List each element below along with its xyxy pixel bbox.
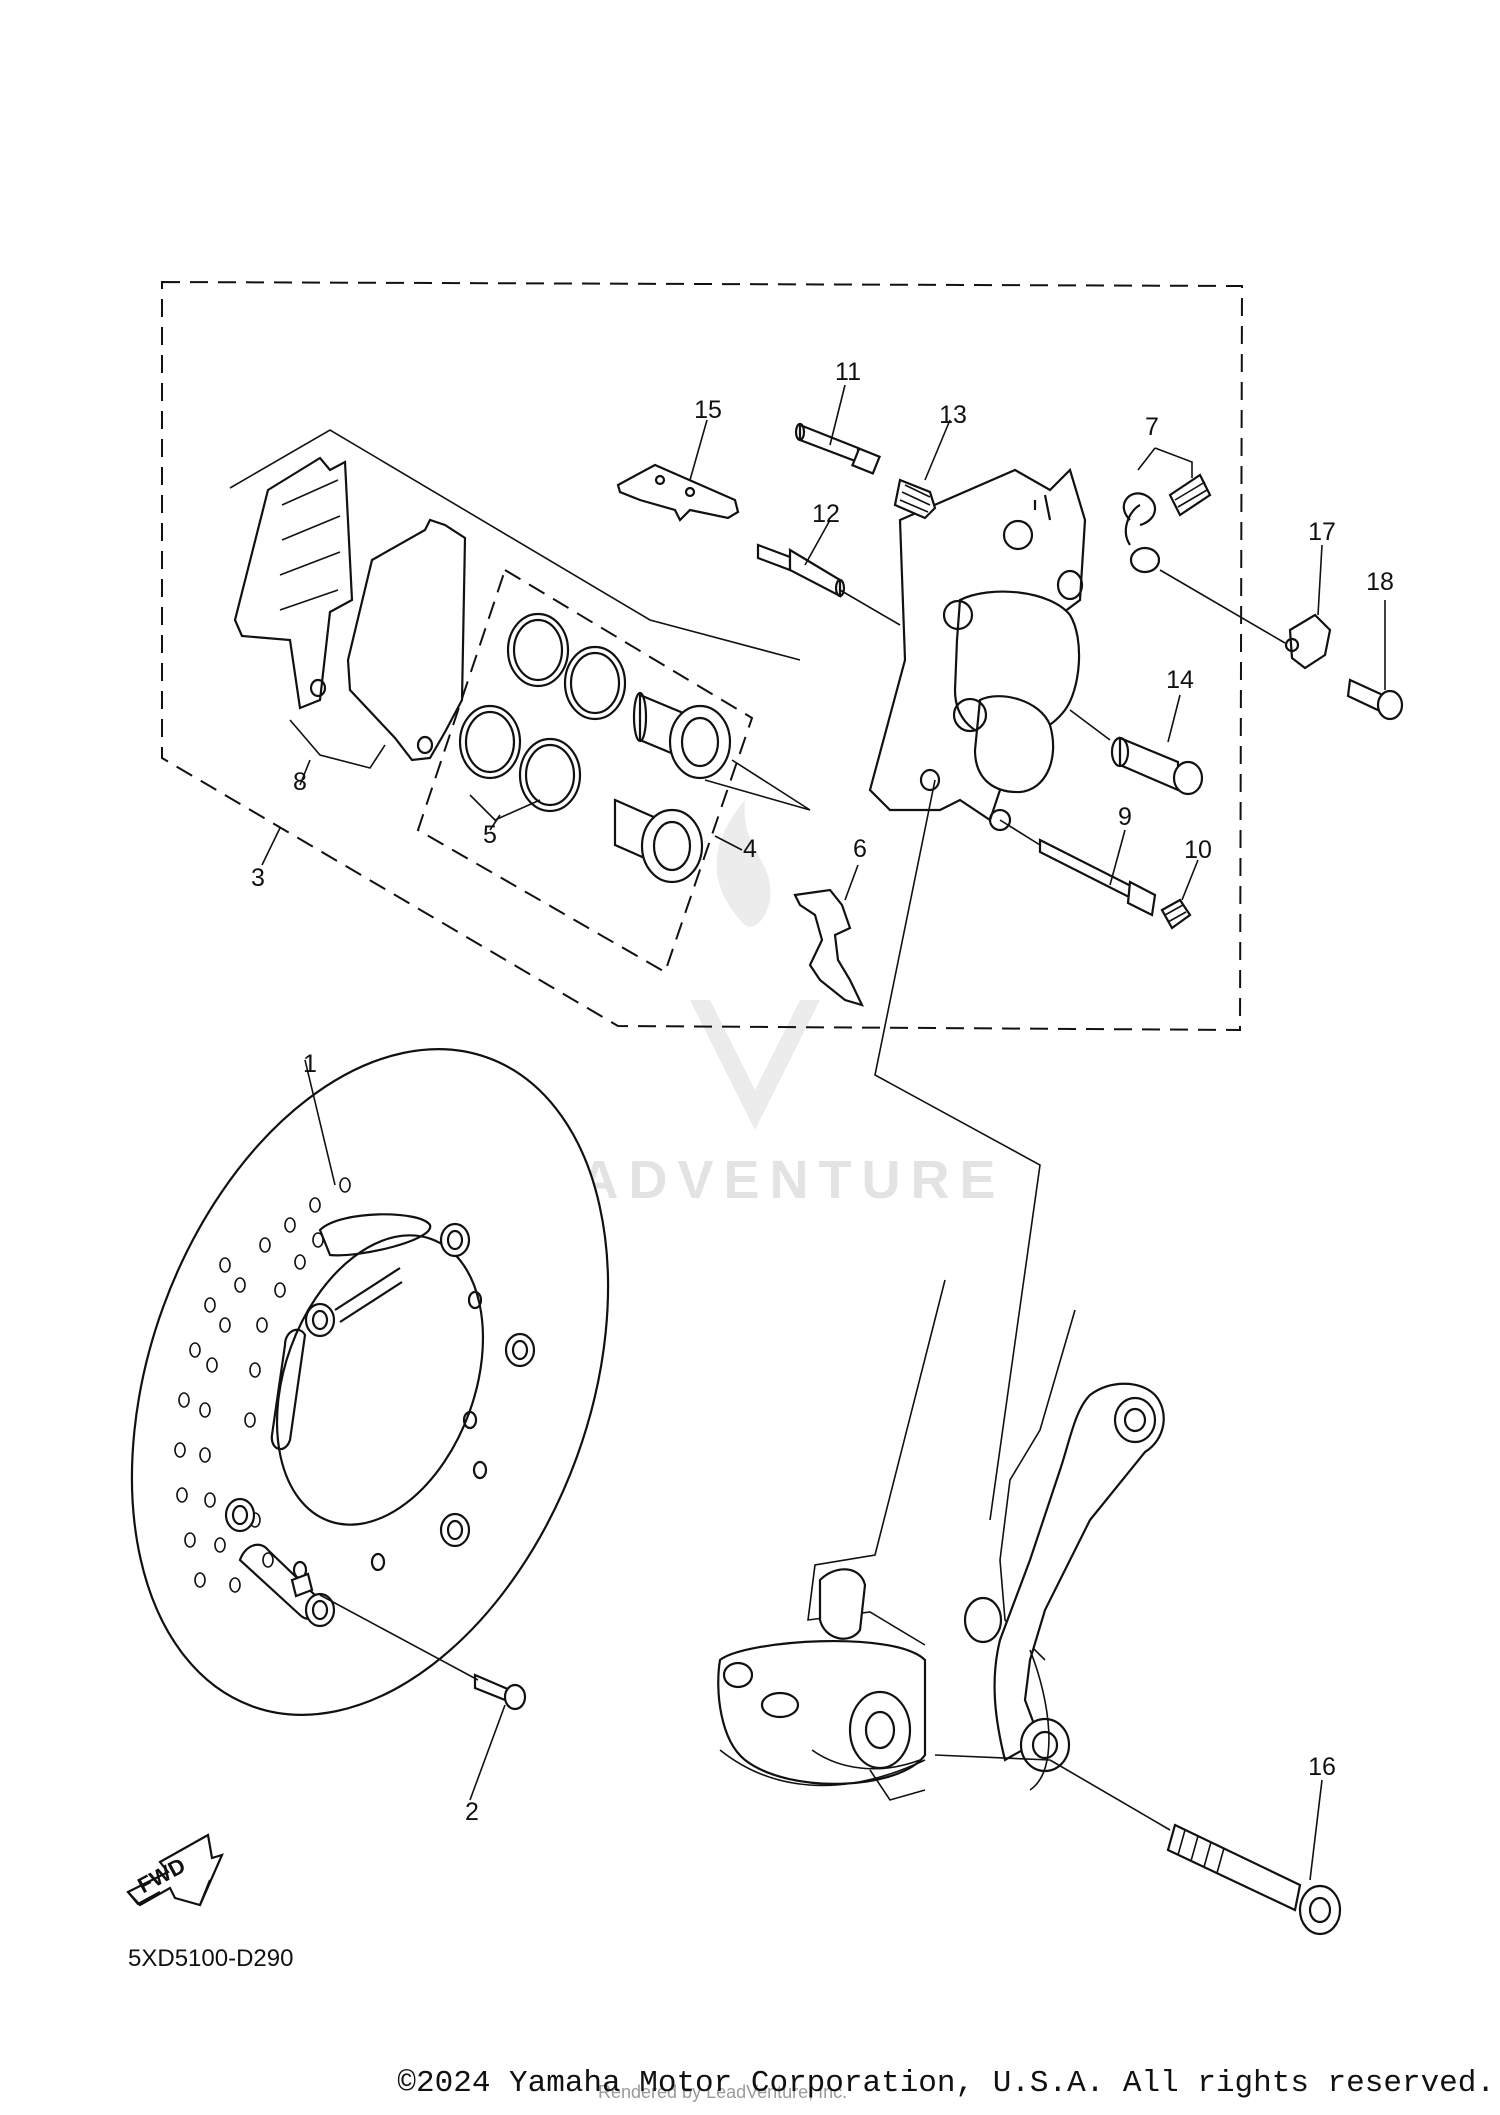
part-label-2: 2: [465, 1798, 479, 1826]
part-label-7: 7: [1145, 413, 1159, 441]
leader-5: [489, 814, 501, 831]
pad-spring-15: [616, 463, 740, 522]
leader-15: [689, 419, 708, 481]
part-label-8: 8: [293, 768, 307, 796]
leader-10: [1181, 859, 1199, 901]
pin-14-axis: [1069, 709, 1111, 741]
leader-13: [924, 419, 951, 481]
clamp-axis: [1159, 569, 1286, 644]
disc-screw-2: [473, 1673, 527, 1711]
bolt-9-axis: [999, 819, 1041, 846]
caliper-mount-link: [874, 779, 1041, 1521]
seals-bracket-5: [469, 794, 541, 821]
bleed-screw-7: [1122, 473, 1212, 574]
part-label-13: 13: [939, 401, 967, 429]
brake-pad-outer: [233, 456, 354, 710]
screw-axis: [319, 1594, 479, 1681]
leader-1: [304, 1059, 336, 1186]
bolt-18: [1346, 678, 1404, 721]
copyright-notice: ©2024 Yamaha Motor Corporation, U.S.A. A…: [397, 2066, 1495, 2101]
pin-plug-13: [893, 478, 937, 520]
fwd-arrow-icon: FWD: [126, 1833, 224, 1907]
piston-leader: [704, 759, 811, 811]
pad-clip-6: [793, 888, 865, 1007]
part-label-18: 18: [1366, 568, 1394, 596]
caliper-pin-14: [1110, 736, 1204, 796]
caliper-assembly-boundary: [161, 280, 1244, 1032]
seal-kit-boundary: [416, 568, 754, 974]
part-label-1: 1: [303, 1050, 317, 1078]
part-label-10: 10: [1184, 836, 1212, 864]
pistons: [613, 691, 732, 884]
part-label-3: 3: [251, 864, 265, 892]
part-label-6: 6: [853, 835, 867, 863]
brake-pad-inner: [346, 518, 467, 762]
caliper-pin-12: [756, 543, 846, 598]
part-label-11: 11: [835, 358, 861, 386]
pad-bracket-8: [289, 719, 386, 769]
part-label-12: 12: [812, 500, 840, 528]
cap-10: [1160, 898, 1192, 930]
pin-12-axis: [839, 589, 901, 626]
caliper-bracket-arm: [934, 1382, 1165, 1791]
front-fork-lower: [717, 1279, 1076, 1801]
leader-17: [1317, 544, 1323, 616]
part-label-9: 9: [1118, 803, 1132, 831]
leader-12: [804, 519, 831, 566]
part-label-5: 5: [483, 821, 497, 849]
part-label-15: 15: [694, 396, 722, 424]
part-label-17: 17: [1308, 518, 1336, 546]
piston-seals: [458, 612, 627, 813]
leader-2: [469, 1704, 506, 1801]
leader-8: [299, 759, 311, 786]
leader-6: [844, 864, 859, 901]
hose-clamp-17: [1284, 613, 1332, 670]
bolt-16-axis: [1049, 1759, 1171, 1831]
part-label-16: 16: [1308, 1753, 1336, 1781]
leader-11: [829, 384, 846, 446]
caliper-bolt-9: [1038, 838, 1157, 917]
pad-leader: [229, 429, 801, 661]
fork-bolt-16: [1166, 1823, 1342, 1936]
part-label-14: 14: [1166, 666, 1194, 694]
leader-9: [1109, 829, 1126, 886]
part-label-4: 4: [743, 835, 757, 863]
brake-disc: [130, 1048, 610, 1716]
diagram-code: 5XD5100-D290: [128, 1945, 293, 1972]
leader-4: [714, 835, 743, 851]
leader-14: [1167, 694, 1181, 743]
rendered-by-credit: Rendered by LeadVenture, Inc.: [598, 2082, 848, 2102]
caliper-body: [868, 467, 1087, 832]
leader-3: [261, 827, 281, 866]
pad-pin-11: [794, 422, 882, 475]
bracket-7: [1137, 447, 1193, 478]
leader-16: [1309, 1779, 1323, 1881]
